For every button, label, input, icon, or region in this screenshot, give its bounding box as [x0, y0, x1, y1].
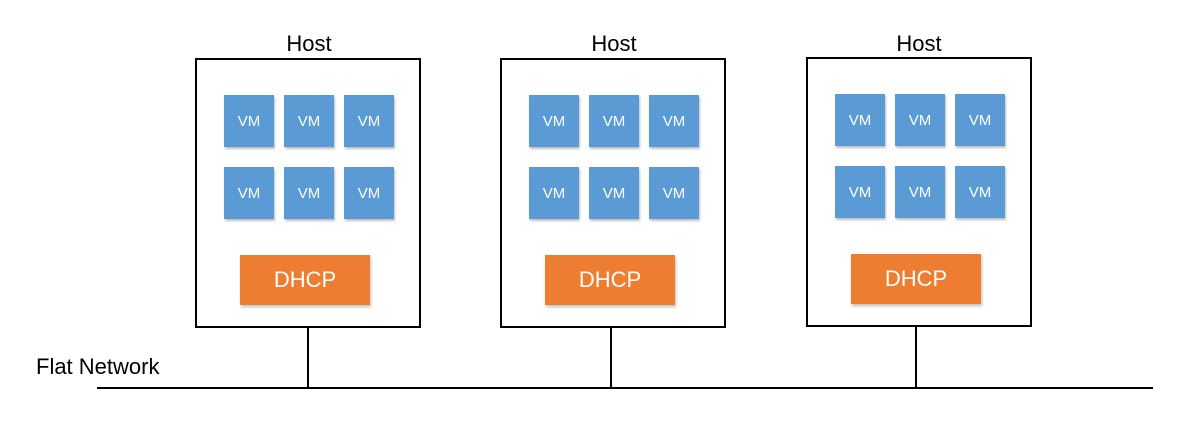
vm-node: VM [529, 167, 579, 219]
vm-node: VM [649, 95, 699, 147]
host-box: VM VM VM VM VM VM DHCP [500, 58, 726, 328]
vm-node: VM [344, 95, 394, 147]
vm-node: VM [224, 167, 274, 219]
vm-node: VM [895, 166, 945, 218]
vm-node: VM [344, 167, 394, 219]
host-connector [610, 328, 612, 388]
dhcp-service: DHCP [545, 255, 675, 305]
host-box: VM VM VM VM VM VM DHCP [195, 58, 421, 328]
vm-node: VM [589, 95, 639, 147]
vm-node: VM [589, 167, 639, 219]
vm-node: VM [224, 95, 274, 147]
vm-node: VM [284, 167, 334, 219]
vm-node: VM [835, 94, 885, 146]
vm-node: VM [649, 167, 699, 219]
vm-grid: VM VM VM VM VM VM [224, 95, 396, 239]
host-box: VM VM VM VM VM VM DHCP [806, 57, 1032, 327]
host-connector [915, 327, 917, 388]
vm-node: VM [955, 94, 1005, 146]
vm-node: VM [835, 166, 885, 218]
vm-node: VM [529, 95, 579, 147]
dhcp-service: DHCP [240, 255, 370, 305]
vm-node: VM [955, 166, 1005, 218]
host-title: Host [591, 31, 637, 56]
vm-node: VM [284, 95, 334, 147]
host-title: Host [286, 31, 332, 56]
vm-grid: VM VM VM VM VM VM [835, 94, 1007, 238]
vm-node: VM [895, 94, 945, 146]
vm-grid: VM VM VM VM VM VM [529, 95, 701, 239]
host-title: Host [896, 31, 942, 56]
network-label: Flat Network [36, 354, 160, 379]
host-connector [307, 328, 309, 388]
network-bus [97, 387, 1153, 389]
dhcp-service: DHCP [851, 254, 981, 304]
